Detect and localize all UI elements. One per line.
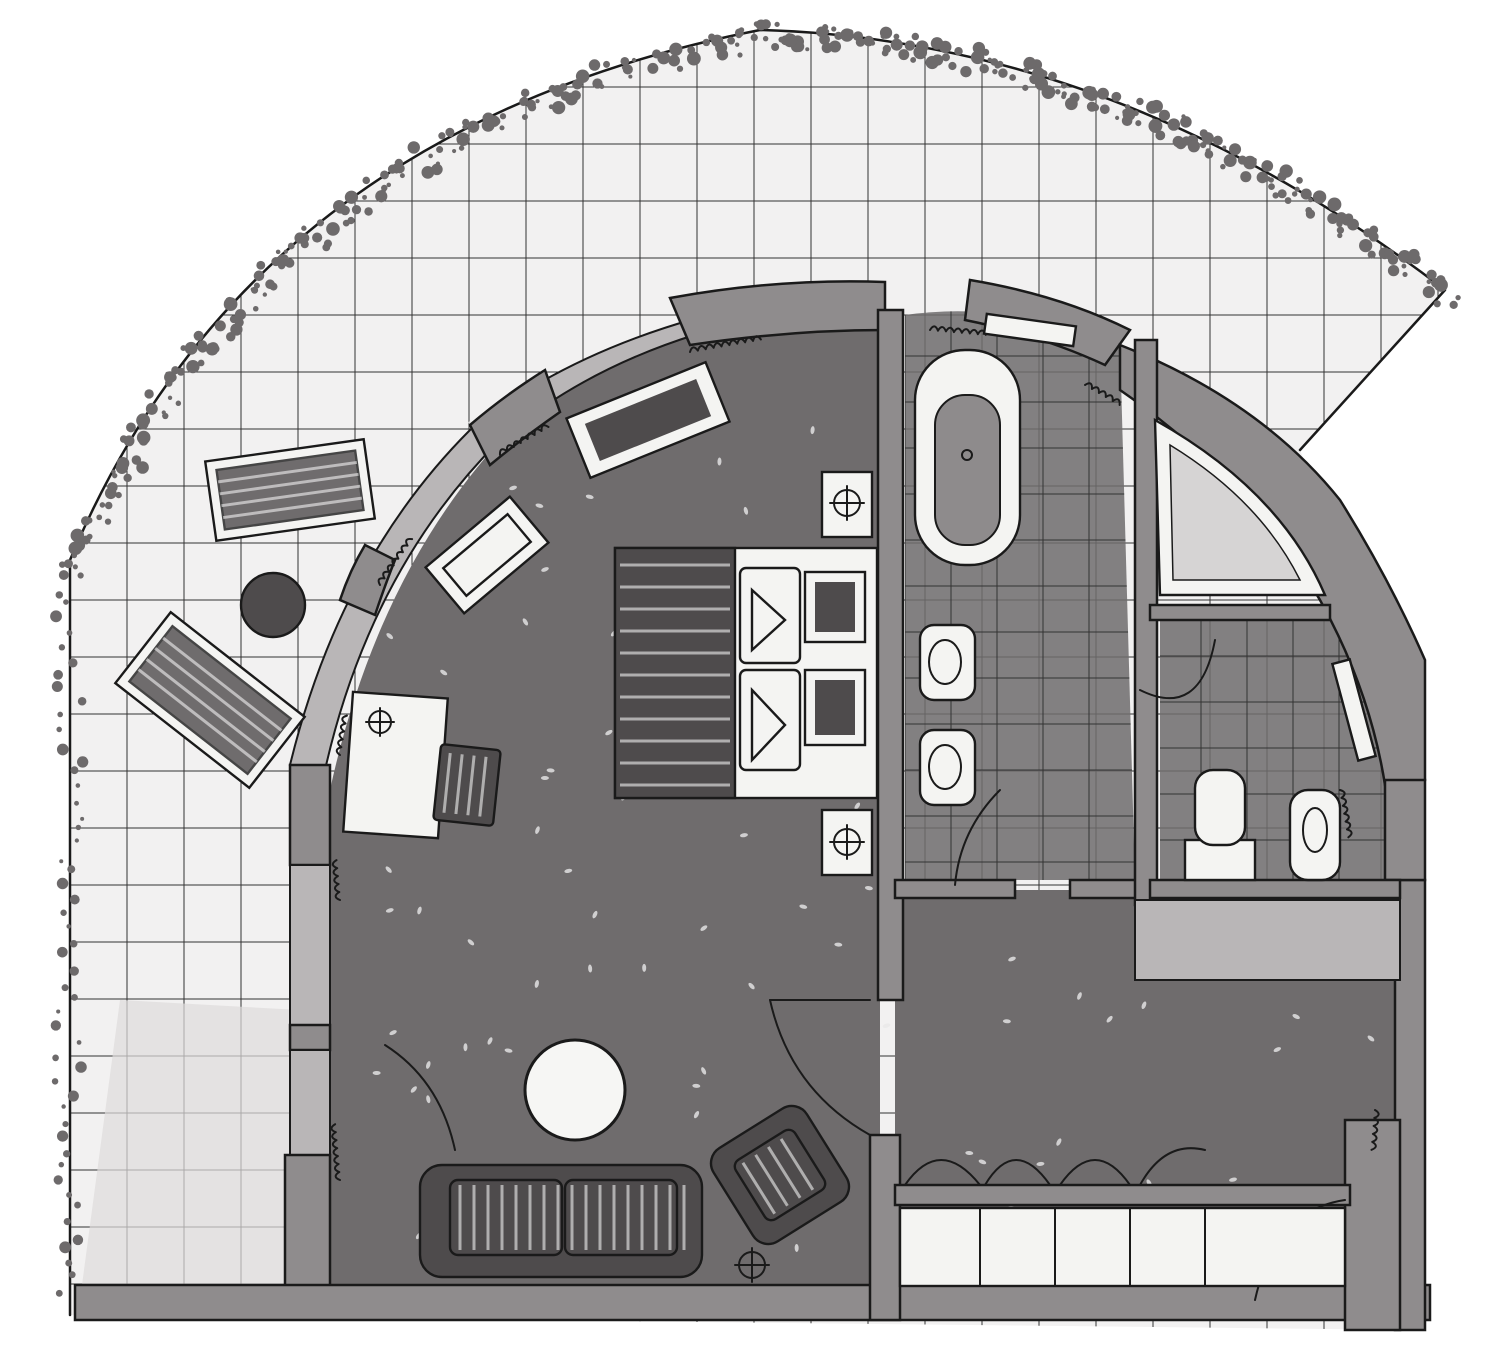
double-bed — [613, 546, 879, 800]
bed-pillow — [738, 566, 802, 665]
desk-chair — [432, 743, 502, 827]
exterior-walls — [73, 278, 1432, 1332]
nightstand-top — [820, 470, 874, 539]
curtains — [330, 325, 1380, 1181]
interior-walls — [868, 308, 1402, 1322]
coffee-table — [523, 1038, 627, 1142]
radiator-bath — [982, 312, 1078, 348]
armchair — [709, 1104, 851, 1246]
terrace-side-table — [239, 571, 307, 639]
window-bench — [564, 360, 732, 480]
sofa — [418, 1163, 704, 1279]
wardrobe — [898, 1206, 1347, 1288]
toilet — [1183, 768, 1257, 882]
planted-border — [50, 19, 1461, 1297]
towel-rail — [1330, 657, 1378, 763]
washbasin — [918, 623, 977, 702]
bed-cushion — [803, 668, 867, 747]
bathtub — [913, 348, 1022, 567]
writing-desk — [341, 690, 450, 840]
washbasin — [918, 728, 977, 807]
shower-tray — [1153, 417, 1327, 597]
sun-lounger-bottom — [113, 610, 307, 790]
nightstand-bottom — [820, 808, 874, 877]
bed-pillow — [738, 668, 802, 772]
floor-lamp — [734, 1247, 770, 1283]
bidet — [1288, 788, 1342, 882]
sun-lounger-top — [203, 437, 377, 543]
tv-cabinet — [423, 494, 551, 616]
bed-cushion — [803, 570, 867, 644]
